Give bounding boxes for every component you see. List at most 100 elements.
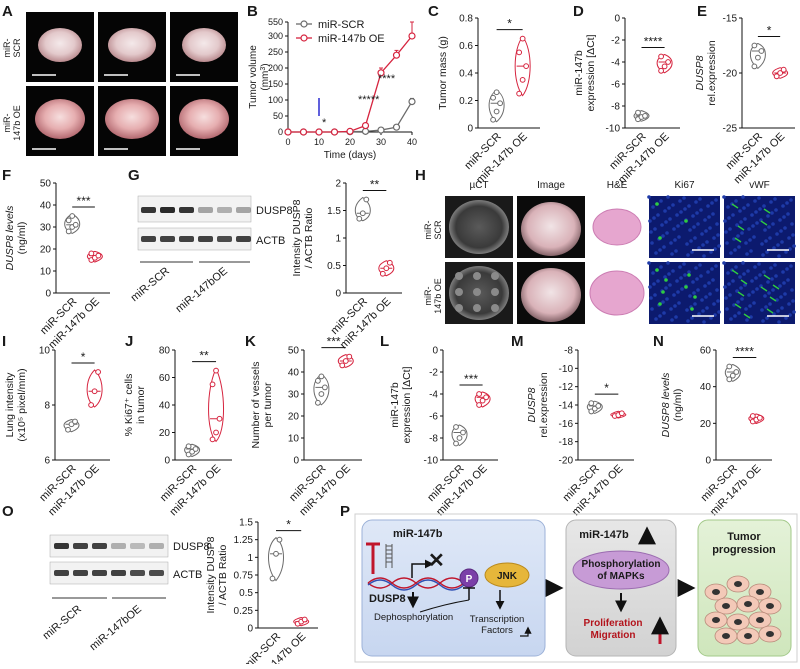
- data-point: [519, 76, 526, 83]
- data-point: [379, 270, 386, 277]
- vessel-signal: [772, 284, 780, 290]
- nucleus-dot: [723, 219, 727, 223]
- nucleus-dot: [690, 316, 694, 320]
- box1-jnk-label: JNK: [497, 571, 518, 582]
- nucleus-dot: [700, 298, 704, 302]
- nucleus-dot: [676, 290, 680, 294]
- nucleus-dot: [734, 199, 738, 203]
- panel-letter-i: I: [2, 333, 6, 350]
- nucleus-dot: [667, 206, 671, 210]
- nucleus-dot: [749, 249, 753, 253]
- nucleus-dot: [782, 215, 786, 219]
- tumor-cells-icon: [704, 575, 782, 645]
- nucleus-dot: [710, 267, 714, 271]
- signal-dot: [664, 278, 668, 282]
- significance-marker: **: [199, 349, 209, 363]
- violin-shape: [749, 42, 766, 70]
- ct-nodule: [473, 288, 481, 296]
- nucleus-dot: [792, 244, 796, 248]
- nucleus-dot: [777, 320, 781, 324]
- nucleus-dot: [694, 266, 698, 270]
- significance-marker: *: [81, 350, 86, 364]
- y-tick-label: 0.8: [459, 14, 473, 25]
- nucleus-dot: [693, 236, 697, 240]
- blot-band: [141, 207, 156, 213]
- y-tick-label: 0.5: [239, 588, 253, 599]
- nucleus-dot: [680, 287, 684, 291]
- y-tick-label: -20: [559, 456, 574, 467]
- nucleus-dot: [757, 196, 761, 200]
- blot-group-scr: miR-SCR: [129, 265, 172, 304]
- y-tick-label: 0: [293, 456, 299, 467]
- violin-shape: [354, 196, 371, 222]
- data-point: [755, 54, 761, 61]
- y-tick-label: 0: [614, 14, 620, 25]
- nucleus-dot: [741, 261, 745, 265]
- nucleus-dot: [688, 228, 692, 232]
- nucleus-dot: [753, 199, 757, 203]
- y-tick-label: 40: [700, 382, 712, 393]
- significance-marker: **: [370, 178, 380, 192]
- panel-letter-d: D: [573, 3, 584, 20]
- nucleus-dot: [754, 276, 758, 280]
- y-tick-label: 550: [268, 17, 283, 27]
- nucleus-dot: [760, 308, 764, 312]
- data-point: [95, 369, 101, 375]
- y-tick-label: 60: [159, 373, 171, 384]
- nucleus-dot: [676, 224, 680, 228]
- nucleus-dot: [789, 198, 793, 202]
- data-point: [346, 127, 354, 135]
- nucleus-dot: [677, 301, 681, 305]
- vessel-signal: [763, 274, 771, 280]
- lung-specimen: [521, 202, 581, 256]
- panel-g-western-blot: DUSP8 ACTB miR-SCR miR-147bOE: [129, 195, 293, 315]
- cross-icon: ✕: [428, 550, 445, 572]
- y-tick-label: 0: [467, 124, 473, 135]
- panel-letter-j: J: [125, 333, 133, 350]
- nucleus-dot: [663, 275, 667, 279]
- blot-band: [73, 570, 88, 576]
- data-point: [339, 362, 346, 369]
- nucleus-dot: [680, 221, 684, 225]
- nucleus-dot: [722, 261, 726, 265]
- y-tick-label: -6: [429, 412, 438, 423]
- panel-letter-c: C: [428, 3, 439, 20]
- data-point: [273, 550, 279, 557]
- panel-letter-l: L: [380, 333, 389, 350]
- data-point: [65, 217, 72, 224]
- x-axis-label: Time (days): [324, 150, 376, 161]
- x-tick-label: 40: [407, 137, 417, 147]
- blot-band: [149, 570, 164, 576]
- box2-mir-label: miR-147b: [579, 529, 629, 541]
- y-tick-label: 50: [288, 346, 300, 357]
- blot-band: [160, 236, 175, 242]
- nucleus-dot: [713, 313, 717, 317]
- vessel-signal: [760, 286, 768, 292]
- nucleus-dot: [738, 209, 742, 213]
- nucleus-dot: [665, 231, 669, 235]
- y-tick-label: 0.6: [459, 41, 473, 52]
- nucleus-dot: [752, 301, 756, 305]
- y-axis-label: % Ki67⁺ cellsin tumor: [123, 374, 147, 437]
- nucleus-dot: [779, 229, 783, 233]
- nucleus-dot: [789, 264, 793, 268]
- y-axis-label: DUSP8rel.expression: [526, 372, 550, 438]
- h-column-header: µCT: [469, 180, 488, 191]
- legend-marker: [300, 20, 308, 28]
- nucleus-dot: [683, 207, 687, 211]
- nucleus-dot: [739, 286, 743, 290]
- nucleus-dot: [705, 306, 709, 310]
- nucleus-dot: [689, 239, 693, 243]
- nucleus-dot: [768, 236, 772, 240]
- vessel-signal: [769, 296, 777, 302]
- nucleus-dot: [660, 223, 664, 227]
- tumor-specimen: [35, 99, 85, 139]
- nucleus-dot: [699, 208, 703, 212]
- nucleus-dot: [651, 271, 655, 275]
- panel-p-schematic: miR-147b ✕ DUSP8 Dephosphorylation P JNK…: [354, 513, 798, 663]
- nucleus-dot: [701, 243, 705, 247]
- jnk-icon: [484, 562, 530, 588]
- vessel-signal: [766, 308, 774, 314]
- cell-nucleus: [766, 603, 774, 609]
